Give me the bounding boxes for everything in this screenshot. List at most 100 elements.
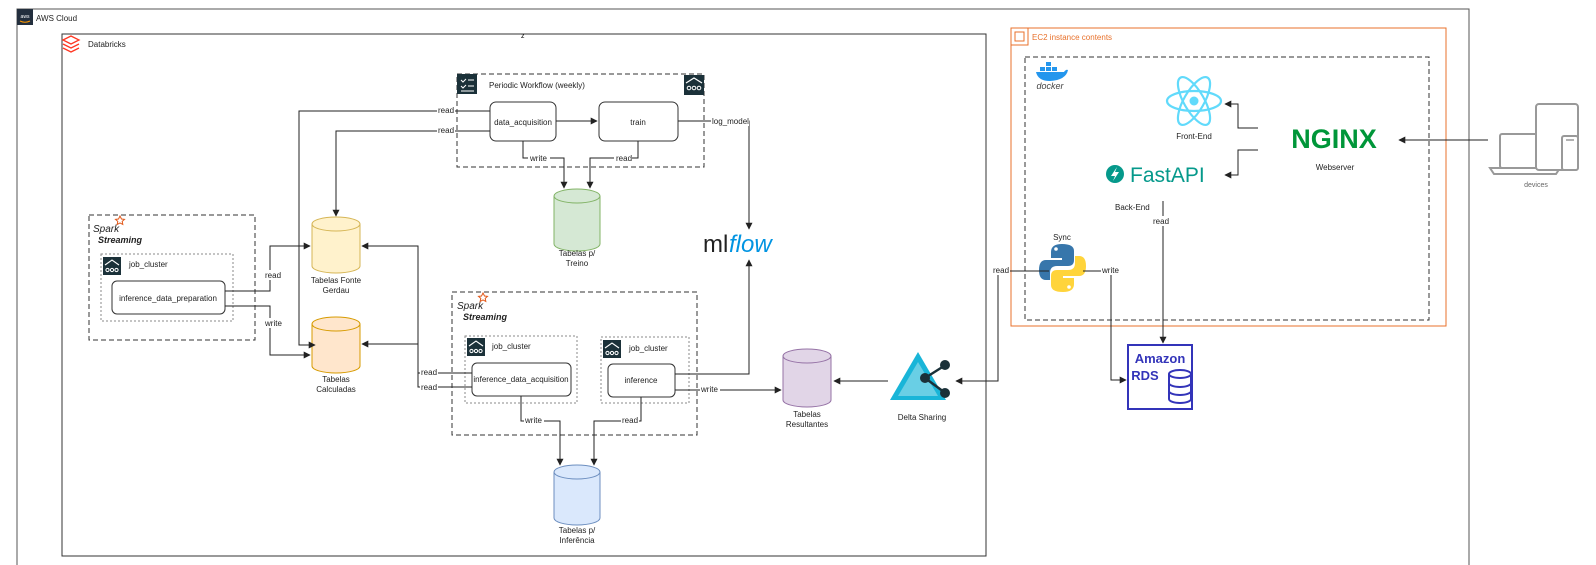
cluster-icon-right (603, 340, 621, 358)
edge-prep-write-calculadas (225, 305, 311, 359)
edge-label-write: write (700, 385, 718, 394)
mlflow-logo: ml flow (703, 231, 773, 258)
edge-infacq-read-fonte (361, 242, 472, 374)
aws-cloud-title: AWS Cloud (36, 14, 77, 23)
edge-label-write: write (264, 319, 282, 328)
spark-streaming-group-mid (451, 291, 698, 436)
docker-group (1024, 56, 1430, 321)
react-logo-icon (1165, 75, 1223, 127)
ec2-title: EC2 instance contents (1032, 33, 1112, 42)
edge-label-write: write (529, 154, 547, 163)
svg-text:Streaming: Streaming (463, 312, 508, 322)
edge-label-log-model: log_model (712, 117, 749, 126)
edge-label-read: read (421, 368, 437, 377)
edge-acq-read-calculadas (298, 110, 490, 349)
delta-sharing-icon (890, 352, 950, 400)
svg-text:Amazon: Amazon (1135, 351, 1186, 366)
nginx-logo: NGINX (1291, 124, 1377, 154)
cluster-icon-left (103, 257, 121, 275)
job-cluster-right-label: job_cluster (628, 344, 668, 353)
store-tabelas-resultantes: Tabelas Resultantes (782, 348, 832, 429)
edge-inference-mlflow (675, 259, 753, 375)
svg-text:Tabelas Fonte: Tabelas Fonte (311, 276, 362, 285)
stray-mark: z (521, 33, 525, 40)
edge-nginx-frontend (1224, 100, 1258, 129)
webserver-label: Webserver (1316, 163, 1355, 172)
edge-label-read: read (622, 416, 638, 425)
spark-star-icon (477, 291, 489, 303)
edge-train-read-treino (586, 141, 639, 189)
svg-text:Tabelas p/: Tabelas p/ (559, 526, 596, 535)
edge-inference-read-inferencia (590, 397, 642, 466)
edge-acq-read-fonte (332, 130, 490, 217)
edge-label-read: read (438, 126, 454, 135)
cluster-icon-mid (467, 338, 485, 356)
workflow-checklist-icon (457, 74, 477, 94)
fastapi-logo: FastAPI (1130, 164, 1205, 187)
databricks-logo-icon (61, 35, 81, 53)
front-end-label: Front-End (1176, 132, 1212, 141)
spark-star-icon (114, 214, 126, 226)
svg-text:Tabelas: Tabelas (793, 410, 821, 419)
svg-text:ml: ml (703, 231, 728, 258)
edge-nginx-fastapi (1224, 149, 1258, 179)
sync-label: Sync (1053, 233, 1071, 242)
svg-text:Streaming: Streaming (98, 235, 143, 245)
databricks-title: Databricks (88, 40, 126, 49)
svg-text:Spark: Spark (457, 301, 484, 312)
edge-sync-write-rds (1083, 270, 1127, 384)
inference-label: inference (625, 376, 658, 385)
svg-text:Spark: Spark (93, 224, 120, 235)
edge-label-read: read (616, 154, 632, 163)
aws-cloud-group (16, 8, 1470, 565)
edge-prep-read-fonte (225, 242, 311, 292)
edge-label-write: write (1101, 266, 1119, 275)
delta-sharing-label: Delta Sharing (898, 413, 946, 422)
svg-text:aws: aws (21, 14, 30, 20)
store-tabelas-fonte: Tabelas Fonte Gerdau (311, 216, 362, 295)
job-cluster-left-group (100, 253, 234, 322)
workflow-cluster-icon (684, 75, 704, 95)
edge-label-read: read (1153, 217, 1169, 226)
fastapi-logo-icon (1106, 165, 1124, 183)
python-logo-icon (1039, 244, 1086, 292)
periodic-workflow-group (456, 73, 705, 168)
aws-logo-icon: aws (17, 9, 33, 25)
svg-text:Calculadas: Calculadas (316, 385, 356, 394)
databricks-group (61, 33, 987, 557)
store-tabelas-treino: Tabelas p/ Treino (553, 188, 601, 268)
spark-logo-left: Spark Streaming (93, 214, 143, 245)
edge-sync-read-delta (955, 270, 1049, 385)
store-tabelas-calculadas: Tabelas Calculadas (311, 316, 361, 394)
job-cluster-mid-group (464, 335, 578, 404)
edge-infacq-write-inferencia (520, 396, 564, 466)
devices-label: devices (1524, 182, 1548, 189)
docker-logo-icon: docker (1036, 62, 1068, 91)
train-label: train (630, 118, 646, 127)
back-end-label: Back-End (1115, 203, 1150, 212)
edge-label-read: read (265, 271, 281, 280)
edge-label-read: read (993, 266, 1009, 275)
ec2-group (1010, 27, 1447, 327)
devices-icon (1488, 103, 1579, 175)
amazon-rds-icon: Amazon RDS (1127, 344, 1193, 410)
svg-text:Resultantes: Resultantes (786, 420, 828, 429)
edge-label-write: write (524, 416, 542, 425)
data-acquisition-label: data_acquisition (494, 118, 552, 127)
svg-text:Tabelas: Tabelas (322, 375, 350, 384)
store-tabelas-inferencia: Tabelas p/ Inferência (553, 464, 601, 545)
edges (225, 100, 1488, 466)
job-cluster-left-label: job_cluster (128, 260, 168, 269)
svg-text:Tabelas p/: Tabelas p/ (559, 249, 596, 258)
workflow-title: Periodic Workflow (weekly) (489, 81, 585, 90)
edge-label-read: read (438, 106, 454, 115)
svg-text:Gerdau: Gerdau (323, 286, 350, 295)
inference-data-preparation-task (111, 280, 226, 315)
ec2-chip-icon (1010, 27, 1029, 46)
svg-text:docker: docker (1036, 81, 1064, 91)
svg-text:RDS: RDS (1131, 368, 1159, 383)
edge-infacq-read-calculadas (361, 340, 472, 388)
inference-data-acquisition-label: inference_data_acquisition (473, 375, 568, 384)
edge-label-read: read (421, 383, 437, 392)
